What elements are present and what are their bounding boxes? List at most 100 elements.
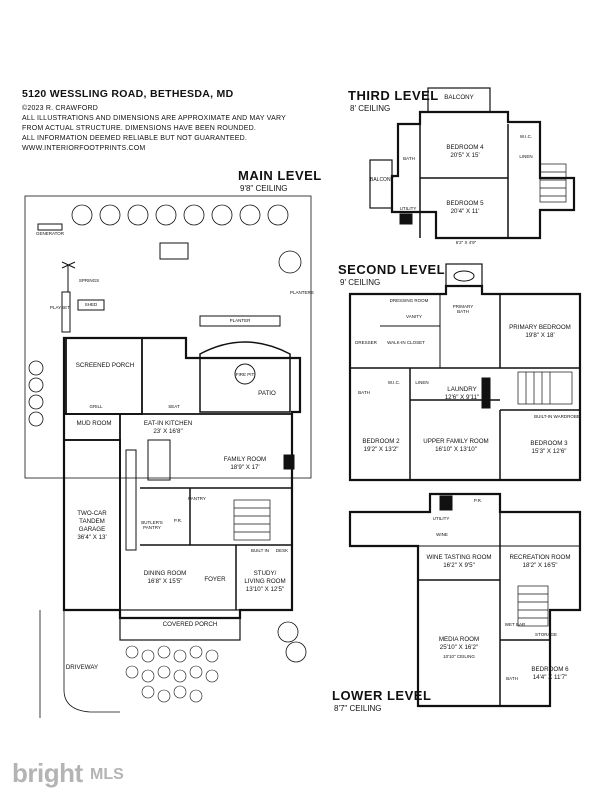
label-third-wic: W.I.C. [519,134,533,139]
label-storage: STORAGE [535,632,557,637]
watermark-suffix: MLS [90,766,124,783]
label-dresser: DRESSER [355,340,377,345]
room-bedroom-5: BEDROOM 5 20'4" X 11' [446,200,484,215]
plan-header: 5120 WESSLING ROAD, BETHESDA, MD ©2023 R… [22,88,322,154]
label-built-in: BUILT IN [250,548,270,553]
second-stairs [517,371,573,405]
garage-walls [63,439,121,611]
room-screened-porch: SCREENED PORCH [75,362,135,369]
room-bedroom-2: BEDROOM 2 19'2" X 13'2" [362,438,400,453]
kitchen-island [147,439,171,481]
label-springs: SPRINGS [78,278,100,283]
playset-box [61,291,71,333]
label-second-linen: LINEN [415,380,429,385]
room-patio: PATIO [258,390,276,397]
room-eat-in-kitchen: EAT-IN KITCHEN 23' X 16'8" [143,420,193,435]
label-built-in-wardrobe: BUILT-IN WARDROBE [534,414,580,419]
second-balcony [445,263,483,287]
label-third-storage-dim: 6'2" X 4'9" [455,240,477,245]
third-level-title: THIRD LEVEL [348,88,439,103]
screened-porch-walls [65,337,143,415]
room-covered-porch: COVERED PORCH [162,621,218,628]
room-third-balcony-top: BALCONY [444,94,474,101]
garden-steps [159,242,189,260]
room-upper-family: UPPER FAMILY ROOM 16'10" X 13'10" [423,438,489,453]
label-seat: SEAT [168,404,180,409]
room-study: STUDY/ LIVING ROOM 13'10" X 12'5" [244,570,286,593]
tree-row [28,204,302,427]
label-primary-bath: PRIMARY BATH [452,304,474,314]
third-level-ceiling: 8' CEILING [350,104,391,113]
generator-box [37,223,63,231]
label-lower-wine: WINE [436,532,448,537]
second-level-outline [348,284,582,482]
label-planter: PLANTER [229,318,251,323]
room-mud-room: MUD ROOM [76,420,112,427]
third-stairs [539,163,567,203]
room-recreation: RECREATION ROOM 18'2" X 16'5" [509,554,571,569]
label-playset: PLAYSET [50,305,70,310]
disclaimer-line-3: ALL INFORMATION DEEMED RELIABLE BUT NOT … [22,135,248,142]
label-generator: GENERATOR [35,231,65,236]
fire-pit-circle [234,363,256,385]
room-bedroom-3: BEDROOM 3 15'3" X 12'6" [530,440,568,455]
label-pr: P.R. [173,518,183,523]
second-level-title: SECOND LEVEL [338,262,446,277]
label-pantry: PANTRY [188,496,206,501]
front-walk-stones [125,645,219,703]
label-lower-bath: BATH [506,676,518,681]
room-bedroom-6: BEDROOM 6 14'4" X 11'7" [531,666,569,681]
label-lower-pr: P.R. [473,498,483,503]
room-laundry: LAUNDRY 12'6" X 9'11" [444,386,480,401]
planter-box [199,315,281,327]
label-fire-pit: FIRE PIT [235,372,255,377]
watermark-brand: bright [12,758,83,788]
label-planters: PLANTERS [290,290,314,295]
label-vanity: VANITY [406,314,422,319]
label-dressing-room: DRESSING ROOM [389,298,429,303]
room-primary-bedroom: PRIMARY BEDROOM 19'8" X 18' [509,324,571,339]
main-level-ceiling: 9'8" CEILING [240,184,288,193]
label-second-bath: BATH [358,390,370,395]
property-address: 5120 WESSLING ROAD, BETHESDA, MD [22,88,234,100]
kitchen-counter [125,449,137,551]
disclaimer-line-2: FROM ACTUAL STRUCTURE. DIMENSIONS HAVE B… [22,125,257,132]
disclaimer-line-1: ALL ILLUSTRATIONS AND DIMENSIONS ARE APP… [22,115,287,122]
room-driveway: DRIVEWAY [65,664,99,671]
label-desk: DESK [275,548,289,553]
lower-stairs [517,585,549,627]
website-line: WWW.INTERIORFOOTPRINTS.COM [22,145,146,152]
label-media-ceiling: 10'10" CEILING [443,654,475,659]
label-wet-bar: WET BAR [504,622,526,627]
label-shed: SHED [84,302,98,307]
room-media: MEDIA ROOM 25'10" X 16'2" [438,636,480,651]
main-stairs [233,499,271,541]
covered-porch-outline [119,609,241,641]
second-level-ceiling: 9' CEILING [340,278,381,287]
room-dining-room: DINING ROOM 16'8" X 15'5" [143,570,187,585]
shed-box [77,299,105,311]
room-foyer: FOYER [204,576,226,583]
lower-level-ceiling: 8'7" CEILING [334,704,382,713]
label-third-linen: LINEN [519,154,533,159]
room-family-room: FAMILY ROOM 18'9" X 17' [223,456,267,471]
driveway-lines [39,610,120,718]
third-balcony-left [369,159,393,209]
label-butlers-pantry: BUTLER'S PANTRY [141,520,163,530]
label-second-wic: W.I.C. [387,380,401,385]
label-lower-utility: UTILITY [432,516,450,521]
patio-outline [199,341,291,413]
label-third-utility: UTILITY [399,206,417,211]
main-level-title: MAIN LEVEL [238,168,322,183]
room-wine-tasting: WINE TASTING ROOM 16'2" X 9'5" [426,554,492,569]
room-garage: TWO-CAR TANDEM GARAGE 36'4" X 13' [77,510,107,541]
copyright-line: ©2023 R. CRAWFORD [22,105,98,112]
room-bedroom-4: BEDROOM 4 20'5" X 15' [446,144,484,159]
label-walk-in-closet: WALK-IN CLOSET [387,340,425,345]
fireplace [283,454,295,470]
lot-boundary [24,195,312,479]
label-grill: GRILL [89,404,103,409]
label-third-bath: BATH [403,156,415,161]
room-third-balcony-left: BALCONY [370,177,394,183]
